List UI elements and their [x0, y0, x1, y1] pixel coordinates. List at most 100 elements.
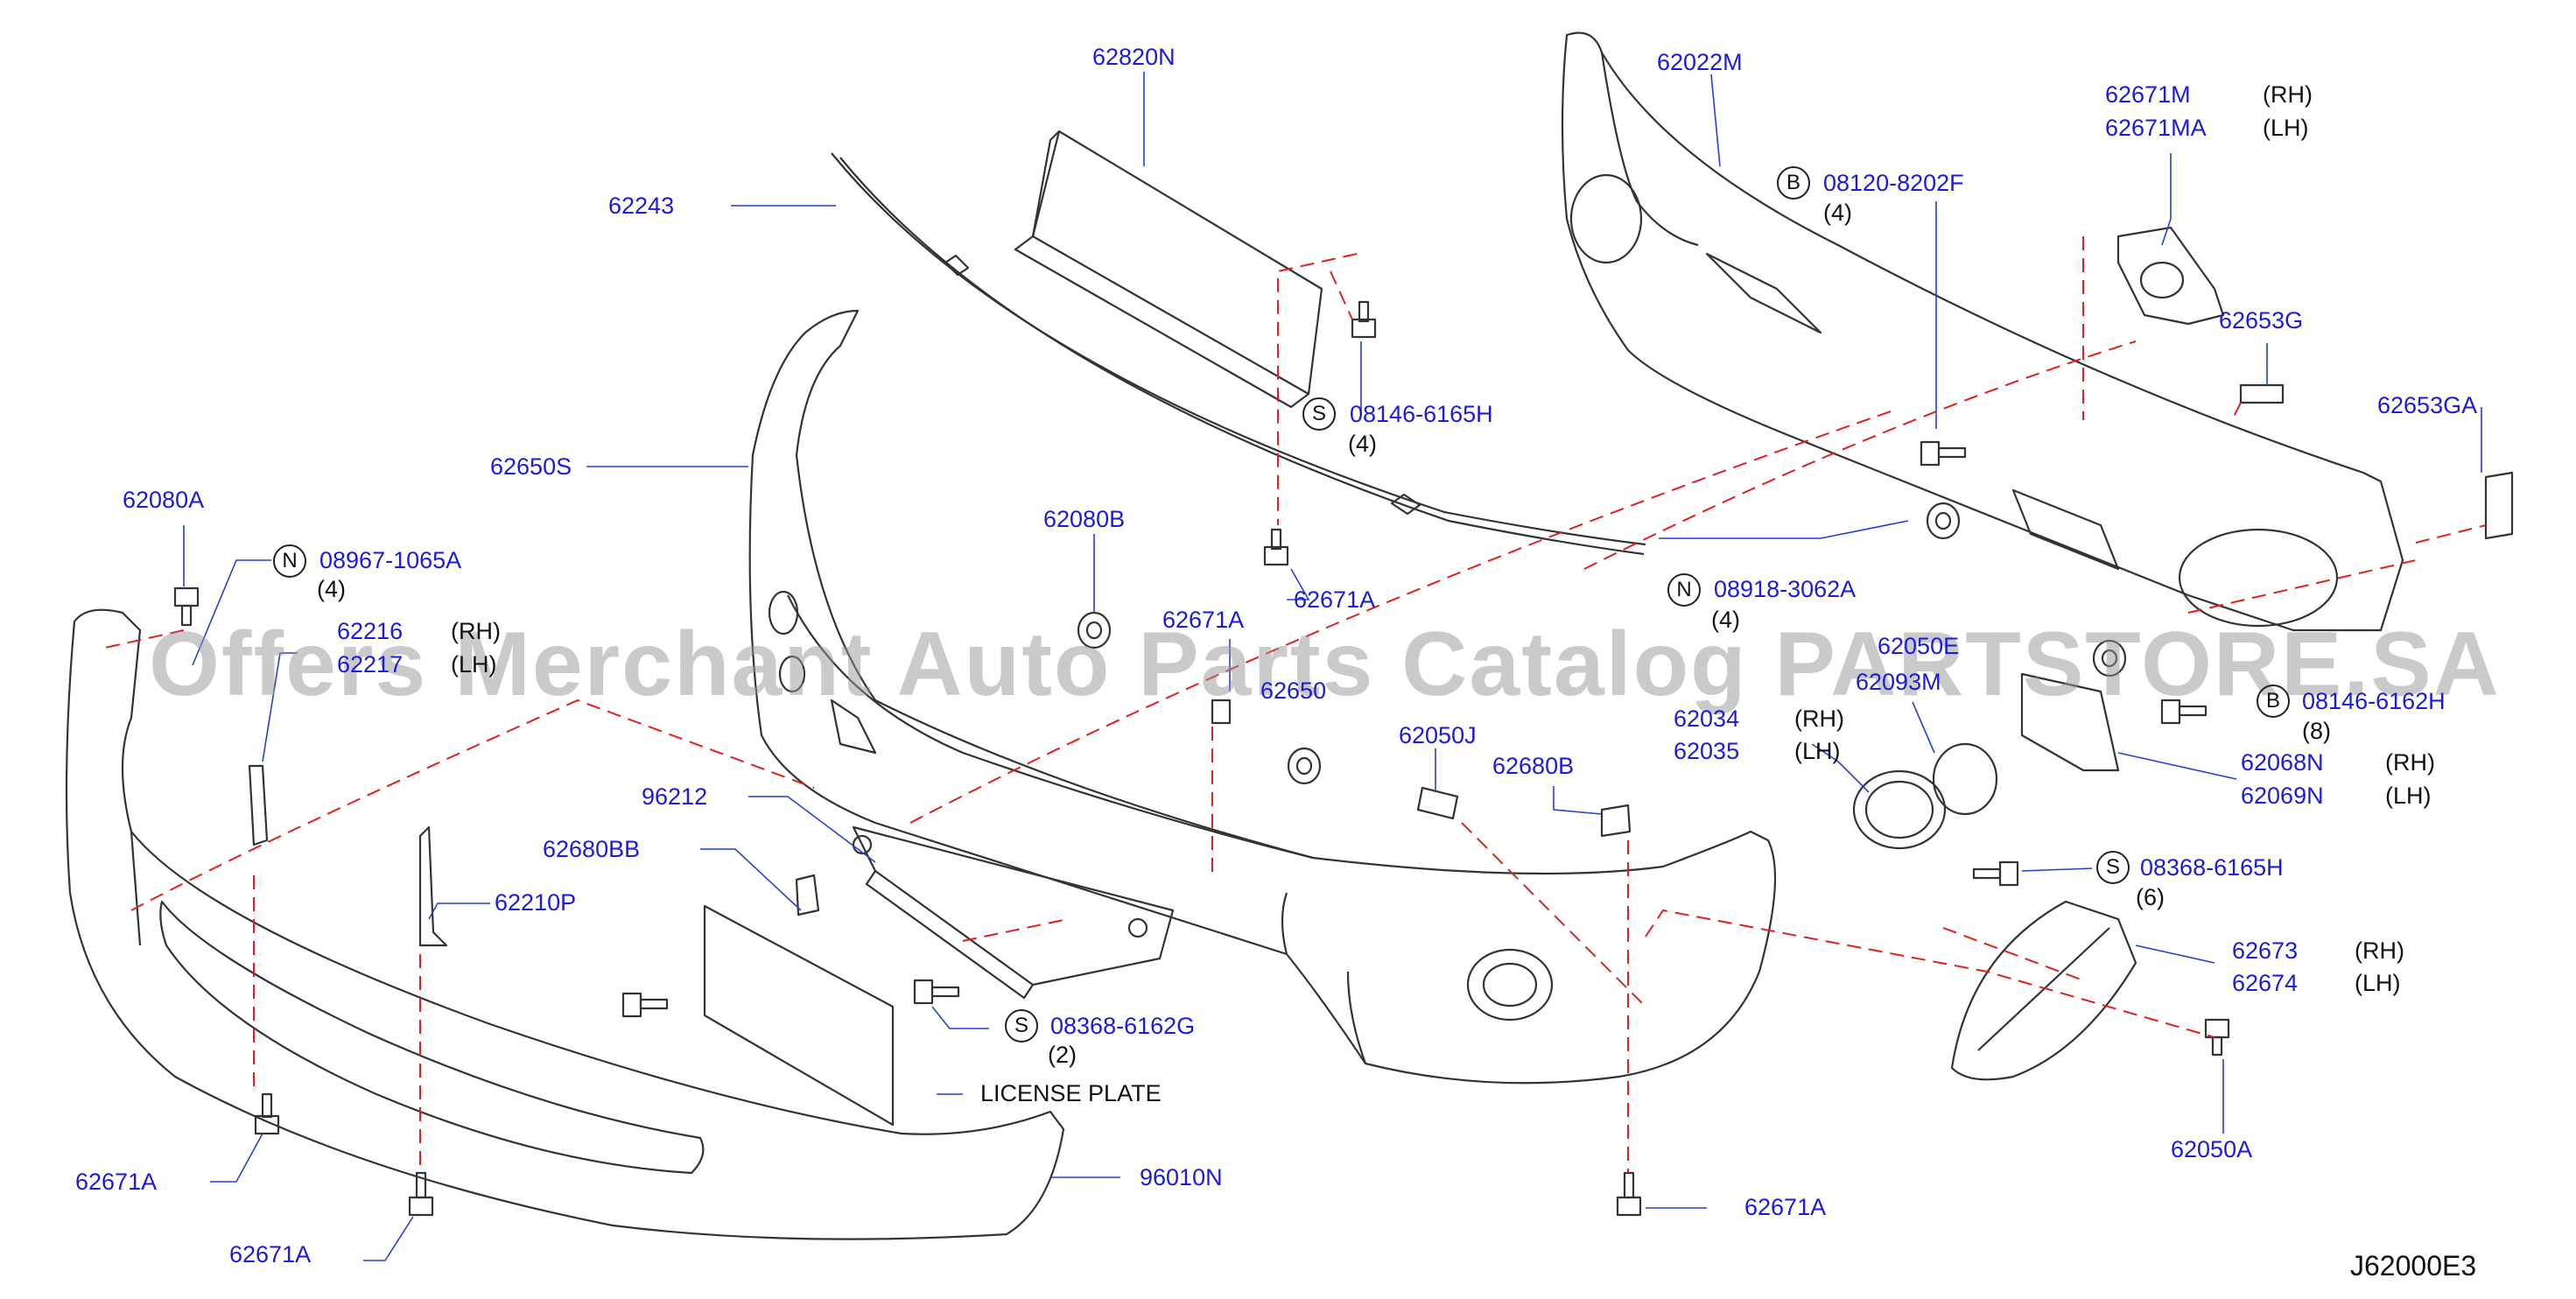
part-96010N-lower: [65, 608, 1065, 1240]
label-08918-3062A[interactable]: 08918-3062A: [1714, 576, 1857, 602]
label-62093M[interactable]: 62093M: [1856, 669, 1941, 695]
bolt-08146-6162H: [2160, 699, 2207, 725]
qty-note: (6): [2136, 884, 2165, 910]
label-62671M[interactable]: 62671M: [2105, 81, 2191, 108]
lh-note: (LH): [2263, 115, 2309, 141]
label-62671A-left1[interactable]: 62671A: [75, 1169, 158, 1195]
part-62210P-bracket: [418, 825, 448, 947]
part-license-plate: [703, 904, 895, 1127]
bolt-62050A: [2204, 1018, 2230, 1057]
label-08967-1065A[interactable]: 08967-1065A: [319, 547, 462, 573]
bolt-62671A-left2: [408, 1171, 434, 1217]
label-62680BB[interactable]: 62680BB: [543, 836, 641, 862]
label-62680B[interactable]: 62680B: [1492, 753, 1575, 779]
label-62050E[interactable]: 62050E: [1878, 633, 1960, 659]
label-62671A-top[interactable]: 62671A: [1294, 586, 1376, 613]
part-62093M-ring: [1932, 742, 1998, 816]
label-62022M[interactable]: 62022M: [1657, 49, 1743, 75]
bolt-license-left: [621, 992, 669, 1018]
label-62673[interactable]: 62673: [2232, 937, 2299, 964]
callout-S: S: [1005, 1009, 1038, 1043]
nut-62050E: [2092, 639, 2127, 678]
label-08368-6165H[interactable]: 08368-6165H: [2140, 854, 2284, 881]
label-62671A-mid[interactable]: 62671A: [1162, 607, 1245, 633]
part-62820N-plate: [1014, 130, 1323, 409]
label-08120-8202F[interactable]: 08120-8202F: [1823, 170, 1964, 196]
part-62650S-fascia: [748, 309, 1777, 1085]
nut-62650: [1287, 747, 1322, 785]
label-62034[interactable]: 62034: [1674, 706, 1740, 732]
lh-note: (LH): [1794, 738, 1841, 764]
bolt-62080A: [173, 586, 200, 627]
label-08146-6165H[interactable]: 08146-6165H: [1350, 401, 1493, 427]
label-96212[interactable]: 96212: [642, 783, 708, 810]
label-62671A-left2[interactable]: 62671A: [229, 1241, 312, 1267]
part-62022M-reinforcement: [1561, 32, 2404, 632]
label-62650[interactable]: 62650: [1260, 678, 1327, 704]
label-62653G[interactable]: 62653G: [2219, 307, 2304, 334]
bolt-08146-6165H: [1351, 300, 1377, 339]
callout-B: B: [1777, 166, 1810, 200]
label-08368-6162G[interactable]: 08368-6162G: [1050, 1013, 1196, 1039]
license-plate-label: LICENSE PLATE: [980, 1080, 1162, 1106]
rh-note: (RH): [2263, 81, 2313, 108]
rh-note: (RH): [1794, 706, 1844, 732]
qty-note: (4): [1348, 431, 1377, 457]
label-62210P[interactable]: 62210P: [495, 889, 577, 916]
qty-note: (8): [2302, 718, 2331, 744]
nut-62080B: [1077, 611, 1112, 650]
label-62080A[interactable]: 62080A: [123, 487, 205, 513]
callout-S: S: [1302, 397, 1336, 431]
label-62069N[interactable]: 62069N: [2241, 783, 2324, 809]
part-62671M-bracket: [2116, 226, 2225, 326]
part-62068N-bracket: [2020, 672, 2120, 772]
label-62671A-right[interactable]: 62671A: [1744, 1194, 1827, 1220]
label-62068N[interactable]: 62068N: [2241, 749, 2324, 776]
part-62680B-clip: [1600, 804, 1632, 838]
bolt-62671A-top: [1263, 528, 1289, 566]
label-62035[interactable]: 62035: [1674, 738, 1740, 764]
label-62080B[interactable]: 62080B: [1043, 506, 1126, 532]
rh-note: (RH): [451, 618, 501, 644]
label-62674[interactable]: 62674: [2232, 970, 2299, 996]
label-62650S[interactable]: 62650S: [490, 453, 572, 480]
qty-note: (4): [1823, 200, 1852, 226]
qty-note: (4): [1711, 607, 1740, 633]
part-62653G-pad: [2239, 383, 2285, 404]
bolt-08368-6165H: [1972, 860, 2019, 887]
label-96010N[interactable]: 96010N: [1140, 1164, 1223, 1190]
callout-S: S: [2096, 851, 2130, 884]
nut-08918: [1926, 502, 1961, 540]
rh-note: (RH): [2355, 937, 2404, 964]
callout-N: N: [273, 544, 306, 578]
qty-note: (4): [317, 576, 346, 602]
diagram-code: J62000E3: [2350, 1250, 2477, 1281]
leader-lines: [183, 72, 2482, 1261]
label-62050J[interactable]: 62050J: [1399, 722, 1477, 748]
label-62243[interactable]: 62243: [608, 193, 675, 219]
part-62034-bezel: [1852, 769, 1947, 850]
bolt-08120: [1920, 440, 1967, 467]
label-08146-6162H[interactable]: 08146-6162H: [2302, 688, 2446, 714]
label-62671MA[interactable]: 62671MA: [2105, 115, 2207, 141]
lh-note: (LH): [2385, 783, 2432, 809]
bolt-62671A-right: [1616, 1171, 1642, 1217]
rh-note: (RH): [2385, 749, 2435, 776]
part-62653GA-pad: [2484, 471, 2514, 540]
label-62820N[interactable]: 62820N: [1092, 44, 1176, 70]
bolt-62671A-left1: [254, 1092, 280, 1135]
part-62673-splash: [1950, 900, 2137, 1081]
bolt-08368-6162G: [913, 979, 960, 1005]
label-62217[interactable]: 62217: [337, 651, 404, 678]
label-62653GA[interactable]: 62653GA: [2377, 392, 2478, 418]
qty-note: (2): [1048, 1042, 1077, 1068]
part-62050J-clip: [1416, 786, 1459, 820]
lh-note: (LH): [2355, 970, 2401, 996]
part-62680BB-clip: [795, 874, 820, 916]
part-96212-bracket: [852, 825, 1175, 1000]
label-62050A[interactable]: 62050A: [2171, 1136, 2253, 1162]
label-62216[interactable]: 62216: [337, 618, 404, 644]
callout-N: N: [1667, 573, 1701, 607]
